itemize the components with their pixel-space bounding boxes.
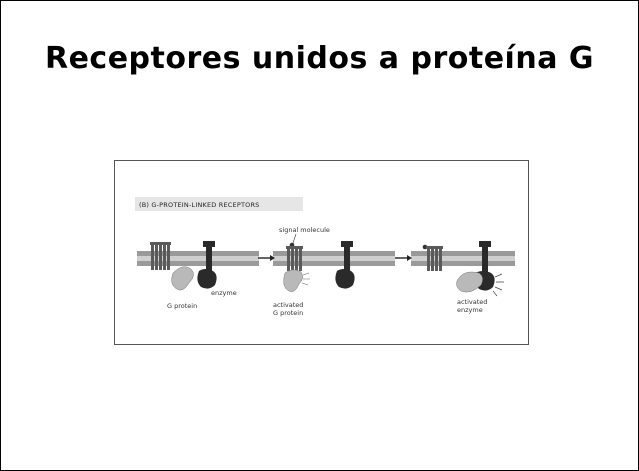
activation-rays-2 bbox=[492, 273, 504, 297]
label-activated-enzyme-1: activated bbox=[457, 298, 487, 306]
receptor-3 bbox=[426, 246, 443, 271]
membrane-panel-3 bbox=[411, 251, 515, 266]
enzyme-2 bbox=[335, 241, 355, 289]
label-enzyme: enzyme bbox=[211, 289, 237, 297]
g-protein-1 bbox=[171, 266, 194, 291]
figure-diagram: (B) G-PROTEIN-LINKED RECEPTORS bbox=[135, 197, 515, 317]
activated-g-protein bbox=[283, 269, 303, 292]
activation-rays-1 bbox=[301, 272, 310, 286]
figure-g-protein-linked-receptors: (B) G-PROTEIN-LINKED RECEPTORS bbox=[114, 160, 529, 345]
enzyme-1 bbox=[197, 241, 217, 289]
label-activated-g-protein-2: G protein bbox=[273, 309, 303, 317]
figure-heading-band bbox=[135, 197, 303, 211]
g-protein-bound-enzyme bbox=[456, 271, 483, 293]
membrane-panel-1 bbox=[137, 251, 259, 266]
receptor-1 bbox=[150, 242, 171, 270]
membrane-panel-2 bbox=[273, 251, 395, 266]
label-g-protein: G protein bbox=[167, 302, 197, 310]
arrow-1 bbox=[258, 255, 275, 261]
figure-heading: (B) G-PROTEIN-LINKED RECEPTORS bbox=[139, 201, 260, 209]
receptor-2 bbox=[286, 246, 303, 271]
label-activated-enzyme-2: enzyme bbox=[457, 306, 483, 314]
slide-title: Receptores unidos a proteína G bbox=[44, 41, 595, 76]
label-signal-molecule: signal molecule bbox=[279, 226, 330, 234]
signal-molecule-pointer bbox=[292, 233, 297, 244]
label-activated-g-protein-1: activated bbox=[273, 301, 303, 309]
arrow-2 bbox=[395, 255, 412, 261]
